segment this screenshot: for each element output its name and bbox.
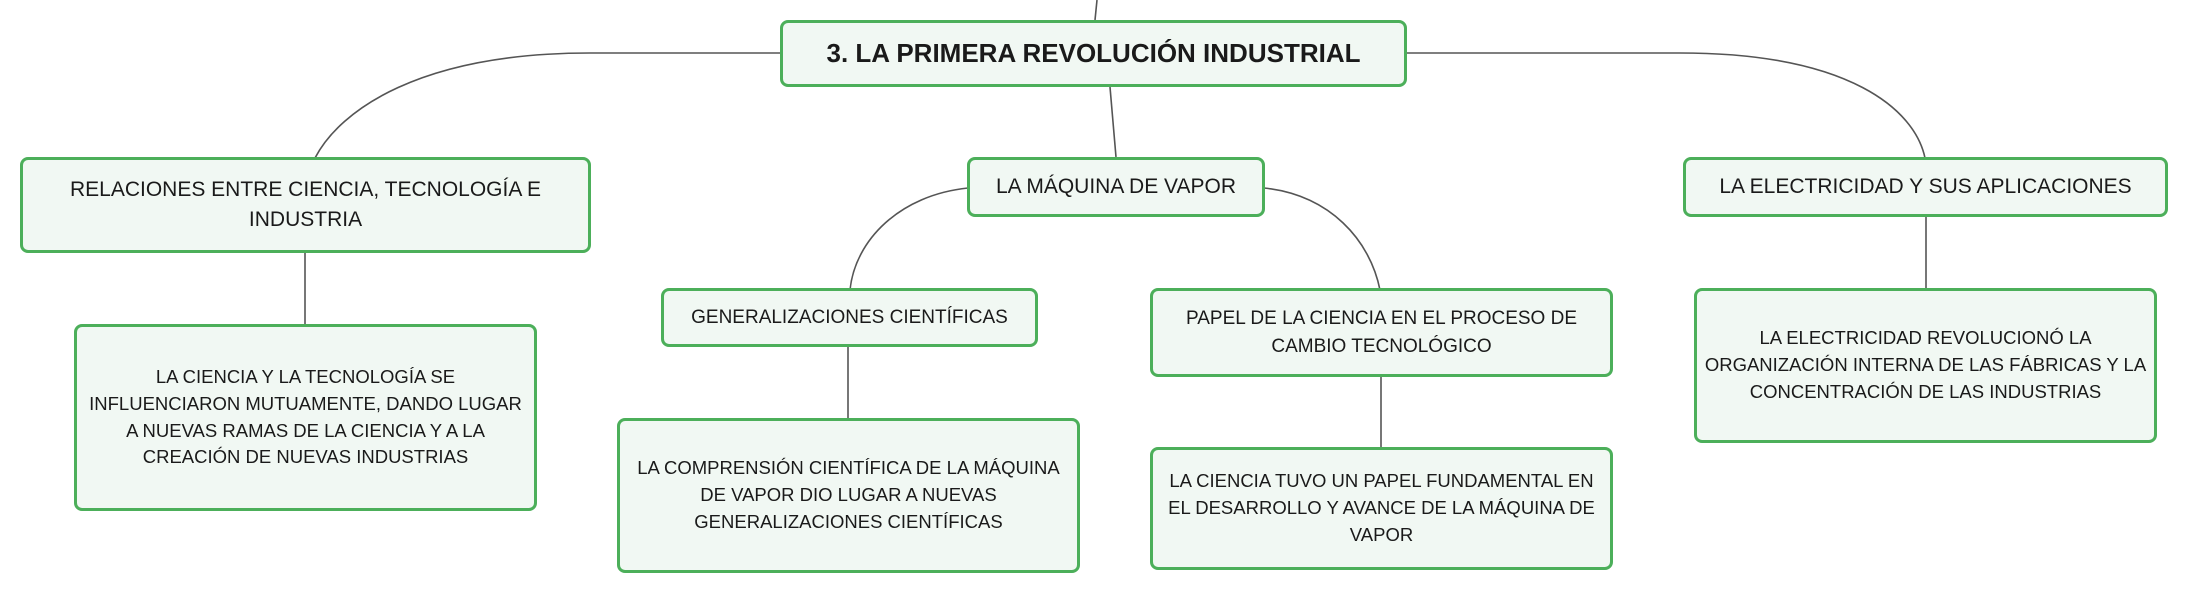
connector-maquina-to-papel xyxy=(1263,187,1381,291)
connector-root-to-electricidad xyxy=(1407,52,1926,159)
leaf-node-label: LA CIENCIA TUVO UN PAPEL FUNDAMENTAL EN … xyxy=(1168,470,1595,545)
connector-incoming xyxy=(1094,0,1098,21)
leaf-node-label: LA ELECTRICIDAD REVOLUCIONÓ LA ORGANIZAC… xyxy=(1704,327,2147,402)
sub-node-label: GENERALIZACIONES CIENTÍFICAS xyxy=(691,306,1008,328)
leaf-node-comprension-cientifica[interactable]: LA COMPRENSIÓN CIENTÍFICA DE LA MÁQUINA … xyxy=(617,418,1080,573)
branch-node-label: RELACIONES ENTRE CIENCIA, TECNOLOGÍA E I… xyxy=(69,177,542,231)
branch-node-label: LA MÁQUINA DE VAPOR xyxy=(995,174,1236,198)
connector-maquina-to-generalizaciones xyxy=(849,187,969,291)
leaf-node-label: LA COMPRENSIÓN CIENTÍFICA DE LA MÁQUINA … xyxy=(637,457,1060,532)
branch-node-maquina-vapor[interactable]: LA MÁQUINA DE VAPOR xyxy=(967,157,1265,217)
sub-node-label: PAPEL DE LA CIENCIA EN EL PROCESO DE CAM… xyxy=(1185,307,1578,357)
leaf-node-electricidad-revoluciono[interactable]: LA ELECTRICIDAD REVOLUCIONÓ LA ORGANIZAC… xyxy=(1694,288,2157,443)
branch-node-relaciones[interactable]: RELACIONES ENTRE CIENCIA, TECNOLOGÍA E I… xyxy=(20,157,591,253)
sub-node-papel-ciencia[interactable]: PAPEL DE LA CIENCIA EN EL PROCESO DE CAM… xyxy=(1150,288,1613,377)
connector-root-to-maquina xyxy=(1109,86,1117,158)
leaf-node-label: LA CIENCIA Y LA TECNOLOGÍA SE INFLUENCIA… xyxy=(89,365,522,468)
branch-node-electricidad[interactable]: LA ELECTRICIDAD Y SUS APLICACIONES xyxy=(1683,157,2168,217)
leaf-node-ciencia-tecnologia[interactable]: LA CIENCIA Y LA TECNOLOGÍA SE INFLUENCIA… xyxy=(74,324,537,511)
branch-node-label: LA ELECTRICIDAD Y SUS APLICACIONES xyxy=(1719,174,2132,198)
root-node[interactable]: 3. LA PRIMERA REVOLUCIÓN INDUSTRIAL xyxy=(780,20,1407,87)
leaf-node-papel-fundamental[interactable]: LA CIENCIA TUVO UN PAPEL FUNDAMENTAL EN … xyxy=(1150,447,1613,570)
connector-root-to-relaciones xyxy=(314,52,780,159)
root-node-label: 3. LA PRIMERA REVOLUCIÓN INDUSTRIAL xyxy=(826,37,1361,68)
sub-node-generalizaciones[interactable]: GENERALIZACIONES CIENTÍFICAS xyxy=(661,288,1038,347)
